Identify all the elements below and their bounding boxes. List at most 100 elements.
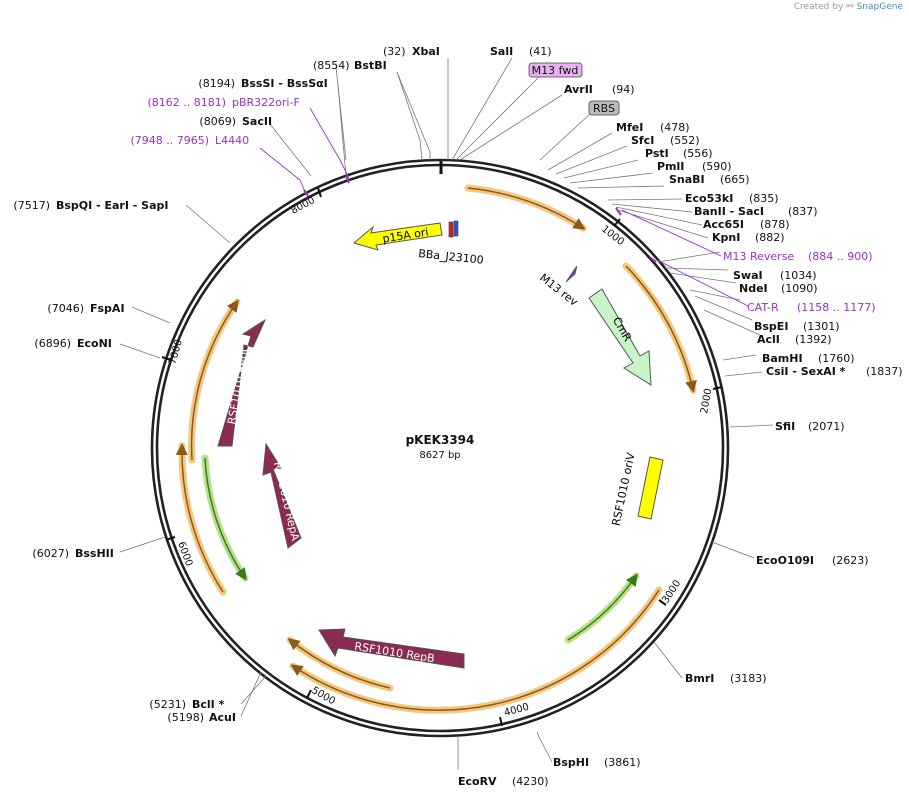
- site-snabi-pos: (665): [720, 173, 750, 186]
- site-eco0109i-name: EcoO109I: [756, 554, 814, 567]
- p15a-label: p15A ori: [382, 226, 430, 246]
- site-sali-pos: (41): [529, 45, 552, 58]
- plasmid-length: 8627 bp: [419, 450, 460, 461]
- primer-leaders: [259, 107, 749, 307]
- site-sfii-pos: (2071): [808, 420, 845, 433]
- site-pbr322-name: pBR322ori-F: [232, 96, 300, 109]
- site-bspei-name: BspEI: [754, 320, 788, 333]
- tick-3000: 3000: [660, 578, 683, 605]
- site-mfei-name: MfeI: [616, 121, 643, 134]
- site-xbai-name: XbaI: [412, 45, 440, 58]
- site-xbai-pos: (32): [383, 45, 406, 58]
- site-catr-pos: (1158 .. 1177): [797, 301, 876, 314]
- p15a-ori-feature: p15A ori: [352, 222, 443, 251]
- site-acui-pos: (5198): [167, 711, 204, 724]
- site-psti-name: PstI: [645, 147, 669, 160]
- m13fwd-pill: [528, 62, 583, 78]
- site-csii-name: CsiI - SexAI *: [766, 365, 846, 378]
- credit-brand: SnapGene: [856, 2, 903, 12]
- site-pmli-name: PmlI: [657, 160, 684, 173]
- leader-lines: [119, 57, 774, 770]
- site-ecorv-name: EcoRV: [458, 775, 497, 788]
- tick-1000: 1000: [599, 224, 626, 248]
- m13-rev-feature: M13 rev: [537, 265, 581, 309]
- oriv-label: RSF1010 oriV: [609, 451, 637, 527]
- site-swai-name: SwaI: [733, 269, 763, 282]
- site-bamhi-name: BamHI: [762, 352, 803, 365]
- site-ecorv-pos: (4230): [512, 775, 549, 788]
- site-swai-pos: (1034): [780, 269, 817, 282]
- site-bspei-pos: (1301): [803, 320, 840, 333]
- m13-rev-label: M13 rev: [537, 271, 580, 309]
- tick-7000: 7000: [167, 338, 185, 365]
- site-econi-name: EcoNI: [77, 337, 112, 350]
- site-acc65i-name: Acc65I: [703, 218, 744, 231]
- site-bsshii-pos: (6027): [32, 547, 69, 560]
- site-snabi-name: SnaBI: [669, 173, 705, 186]
- site-sacii-pos: (8069): [199, 115, 236, 128]
- site-l4440-pos: (7948 .. 7965): [130, 134, 209, 147]
- site-bmri-name: BmrI: [685, 672, 714, 685]
- site-acli-name: AclI: [757, 333, 780, 346]
- site-sfci-name: SfcI: [631, 134, 654, 147]
- tick-2000: 2000: [699, 388, 714, 415]
- site-sfii-name: SfiI: [775, 420, 795, 433]
- snapgene-logo-icon: ⚯: [846, 2, 854, 12]
- snapgene-credit: Created by ⚯ SnapGene: [794, 2, 903, 12]
- site-econi-pos: (6896): [34, 337, 71, 350]
- tick-marks: [161, 187, 723, 727]
- site-labels: (32) XbaI (8554) BstBI SalI (41) M13 fwd…: [13, 45, 902, 788]
- credit-prefix: Created by: [793, 2, 844, 12]
- cmr-feature: CmR: [588, 288, 652, 386]
- site-pbr322-pos: (8162 .. 8181): [147, 96, 226, 109]
- site-bspqi-pos: (7517): [13, 199, 50, 212]
- repb-label: RSF1010 RepB: [354, 640, 436, 665]
- site-sfci-pos: (552): [670, 134, 700, 147]
- site-bsshii-name: BssHII: [75, 547, 114, 560]
- site-acli-pos: (1392): [795, 333, 832, 346]
- site-pmli-pos: (590): [702, 160, 732, 173]
- site-sali-name: SalI: [490, 45, 513, 58]
- repc-label: RSF1010 RepC: [225, 343, 252, 425]
- oriv-feature: RSF1010 oriV: [609, 451, 664, 527]
- site-bcli-name: BclI *: [192, 698, 225, 711]
- site-bsssi-pos: (8194): [198, 77, 235, 90]
- site-l4440-name: L4440: [215, 134, 249, 147]
- site-banii-name: BanII - SacI: [694, 205, 764, 218]
- tick-8000: 8000: [289, 195, 317, 217]
- site-acui-name: AcuI: [209, 711, 236, 724]
- site-kpni-pos: (882): [755, 231, 785, 244]
- site-kpni-name: KpnI: [712, 231, 740, 244]
- site-bcli-pos: (5231): [149, 698, 186, 711]
- site-m13rev-pos: (884 .. 900): [808, 250, 873, 263]
- site-avrii-name: AvrII: [564, 83, 593, 96]
- site-avrii-pos: (94): [612, 83, 635, 96]
- site-bamhi-pos: (1760): [818, 352, 855, 365]
- site-bsphi-pos: (3861): [604, 756, 641, 769]
- site-bstbi-pos: (8554): [313, 59, 350, 72]
- green-arcs: [201, 454, 640, 644]
- site-bsphi-name: BspHI: [553, 756, 589, 769]
- site-acc65i-pos: (878): [760, 218, 790, 231]
- orf-arcs: [175, 184, 697, 714]
- repb-feature: RSF1010 RepB: [318, 628, 465, 669]
- site-rbs-name: RBS: [593, 102, 615, 115]
- plasmid-name: pKEK3394: [406, 433, 475, 447]
- site-ndei-name: NdeI: [739, 282, 768, 295]
- site-eco0109i-pos: (2623): [832, 554, 869, 567]
- site-ndei-pos: (1090): [781, 282, 818, 295]
- site-fspai-name: FspAI: [90, 302, 125, 315]
- rbs-pill: [588, 100, 620, 116]
- repa-feature: RSF1010 RepA: [262, 442, 302, 549]
- site-bstbi-name: BstBI: [354, 59, 387, 72]
- site-sacii-name: SacII: [242, 115, 272, 128]
- repc-feature: RSF1010 RepC: [217, 318, 267, 447]
- site-bsssi-name: BssSI - BssSαI: [241, 77, 328, 90]
- site-eco53ki-name: Eco53kI: [685, 192, 733, 205]
- site-psti-pos: (556): [683, 147, 713, 160]
- site-fspai-pos: (7046): [47, 302, 84, 315]
- site-mfei-pos: (478): [660, 121, 690, 134]
- site-m13fwd-name: M13 fwd: [532, 64, 579, 77]
- bba-label: BBa_J23100: [418, 247, 485, 267]
